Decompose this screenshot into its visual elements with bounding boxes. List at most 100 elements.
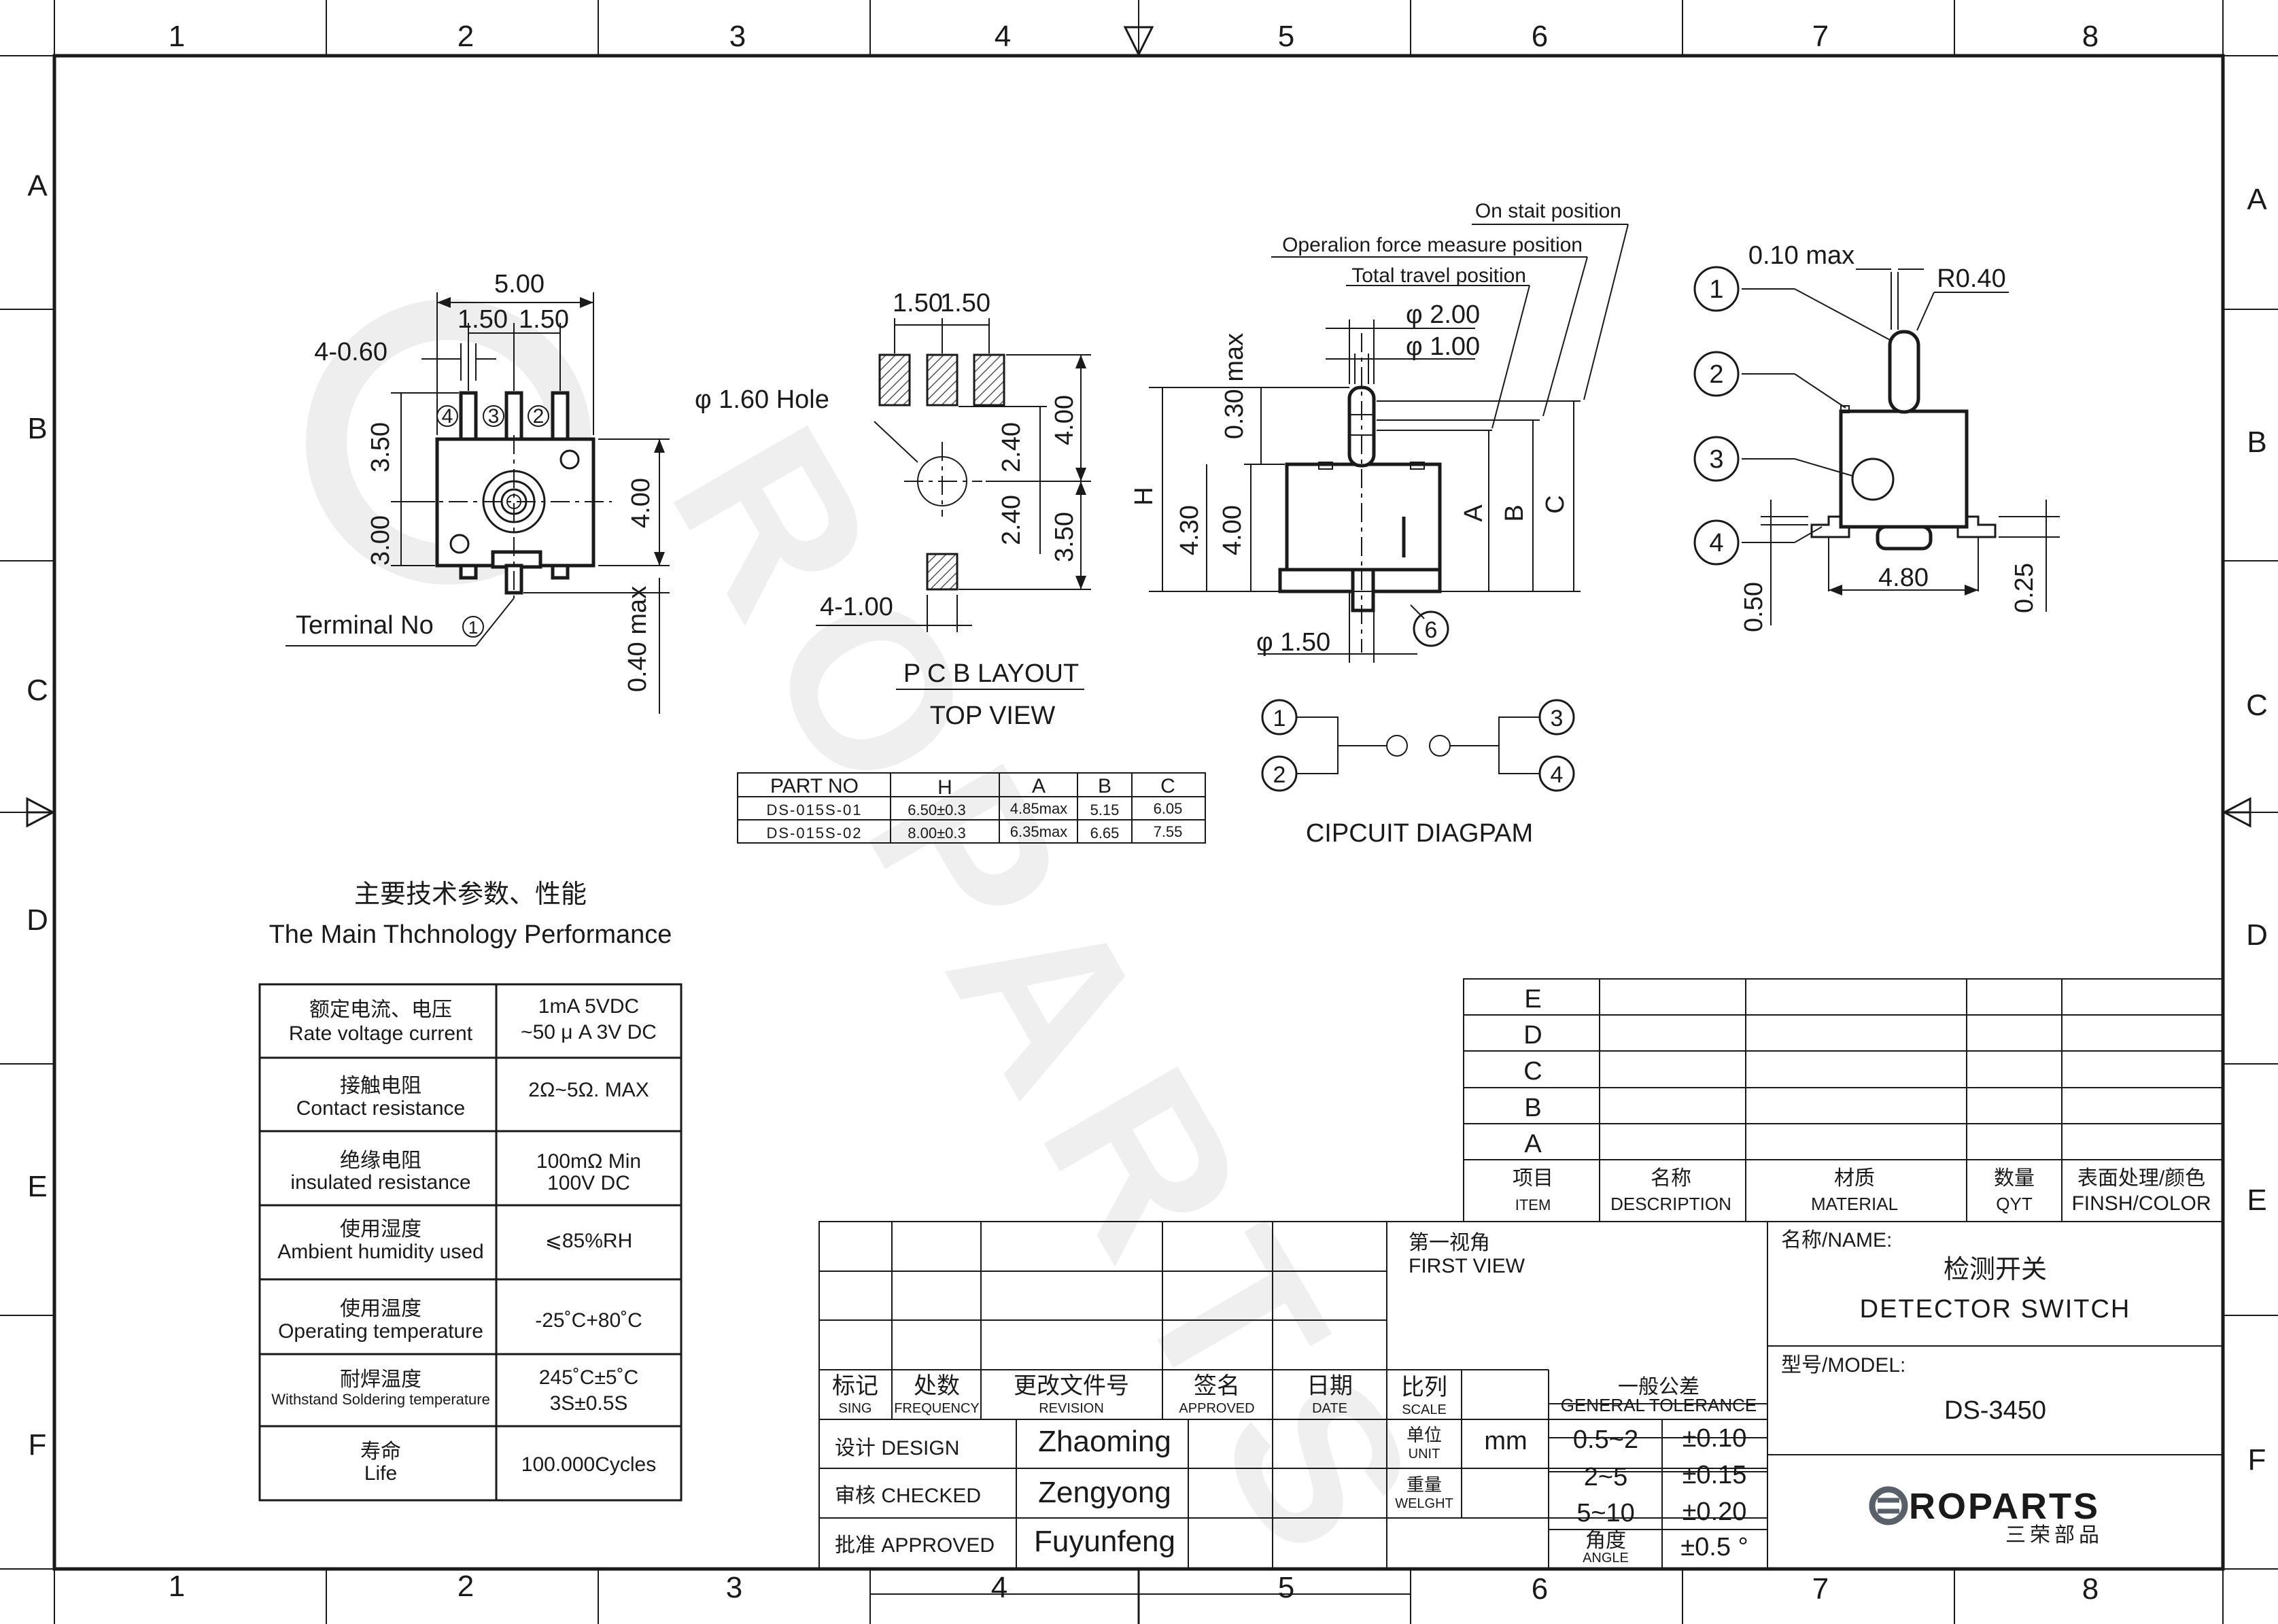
position-label: Operalion force measure position (1282, 234, 1583, 256)
performance-title-cn: 主要技术参数、性能 (354, 880, 587, 909)
perf-label-en: Operating temperature (278, 1320, 483, 1343)
dim-label: 3.50 (1050, 512, 1079, 562)
perf-value: 1mA 5VDC (538, 995, 639, 1018)
logo-sub: 三荣部品 (2005, 1524, 2103, 1547)
bom-header-cn: 名称 (1651, 1167, 1691, 1190)
col-label: 2 (458, 1570, 474, 1603)
perf-value: ~50 μ A 3V DC (521, 1021, 657, 1043)
row-label: F (2248, 1443, 2266, 1476)
row-label: D (27, 903, 48, 937)
dim-label: 1.50 (940, 289, 990, 317)
row-label: C (27, 674, 48, 707)
weight-cn: 重量 (1407, 1474, 1442, 1495)
col-label: 2 (458, 20, 474, 53)
weight-en: WELGHT (1395, 1496, 1453, 1511)
rev-header-cn: 标记 (832, 1373, 878, 1399)
bom-header-en: QYT (1996, 1194, 2033, 1214)
dim-label: 0.25 (2010, 563, 2039, 613)
front-view: 5.00 1.50 1.50 4-0.60 3.50 3.00 4.00 0.4… (286, 270, 670, 714)
performance-title-en: The Main Thchnology Performance (269, 920, 672, 949)
row-labels-left: A B C D E F (27, 169, 48, 1462)
bom-header-cn: 表面处理/颜色 (2077, 1167, 2205, 1190)
dim-label: 4.30 (1175, 505, 1204, 555)
sign-role: 设计 DESIGN (835, 1437, 959, 1459)
bom-header-en: MATERIAL (1811, 1194, 1898, 1214)
row-label: E (27, 1170, 47, 1203)
unit-en: UNIT (1409, 1447, 1440, 1462)
scale-en: SCALE (1402, 1402, 1447, 1417)
dim-label: 4.00 (1050, 395, 1079, 445)
dim-label: 5.00 (494, 270, 545, 298)
col-label: 3 (729, 20, 746, 53)
perf-label-en: insulated resistance (290, 1171, 470, 1194)
angle-cn: 角度 (1585, 1530, 1626, 1552)
part-table-cell: 6.05 (1154, 800, 1183, 817)
col-label: 3 (726, 1571, 742, 1604)
bom-header-cn: 数量 (1994, 1167, 2035, 1190)
perf-value: 100mΩ Min (536, 1150, 641, 1173)
perf-label-cn: 寿命 (360, 1440, 401, 1463)
bom-rev: A (1524, 1130, 1542, 1158)
terminal-num: 1 (468, 617, 478, 638)
part-table-header: H (937, 776, 952, 799)
perf-label-en: Withstand Soldering temperature (271, 1391, 490, 1408)
pcb-layout-subtitle: TOP VIEW (930, 702, 1056, 730)
col-label: 7 (1812, 20, 1829, 53)
callout-6: 6 (1425, 617, 1438, 643)
row-label: D (2246, 918, 2268, 952)
part-table-header: PART NO (770, 775, 859, 797)
pcb-layout: 1.50 1.50 2.40 2.40 4.00 3.50 4-1.00 φ 1… (695, 289, 1091, 730)
bom-rev: D (1523, 1021, 1542, 1050)
perf-label-cn: 使用温度 (340, 1298, 421, 1320)
dim-label: 1.50 (458, 305, 508, 334)
bom-rev: B (1524, 1094, 1541, 1122)
tolerance-value: ±0.20 (1682, 1498, 1747, 1526)
col-label: 4 (991, 1571, 1007, 1604)
dim-label: 3.50 (366, 422, 395, 472)
rev-header-en: FREQUENCY (894, 1401, 980, 1416)
row-label: A (27, 169, 48, 203)
dim-label: 0.10 max (1748, 241, 1854, 270)
callout-4: 4 (1709, 529, 1723, 557)
side-view: φ 2.00 φ 1.00 0.30 max H 4.30 4.00 A B C… (1130, 200, 1629, 663)
pin-label: 2 (533, 405, 545, 428)
dim-label: H (1130, 487, 1158, 505)
perf-label-cn: 耐焊温度 (340, 1368, 421, 1391)
part-table-cell: DS-015S-02 (766, 825, 862, 842)
bom-rev: C (1523, 1057, 1542, 1086)
rev-header-en: REVISION (1039, 1401, 1104, 1416)
dim-label: A (1460, 504, 1488, 522)
bom-header-en: DESCRIPTION (1610, 1194, 1731, 1214)
row-label: B (2247, 426, 2266, 459)
row-label: A (2247, 183, 2267, 216)
part-table-header: A (1032, 775, 1046, 797)
col-label: 5 (1278, 1571, 1294, 1604)
terminal-label: Terminal No (296, 611, 434, 640)
scale-cn: 比列 (1401, 1375, 1447, 1400)
col-label: 4 (995, 20, 1011, 53)
dim-label: C (1541, 495, 1570, 513)
dim-label: 2.40 (997, 422, 1026, 472)
rev-header-cn: 签名 (1194, 1373, 1240, 1399)
dim-label: 2.40 (997, 495, 1026, 545)
callout-2: 2 (1709, 360, 1723, 389)
model-label: 型号/MODEL: (1781, 1354, 1905, 1377)
rev-header-cn: 更改文件号 (1014, 1373, 1129, 1399)
rev-header-cn: 日期 (1307, 1373, 1353, 1399)
dim-label: φ 1.50 (1256, 628, 1330, 657)
dim-label: 3.00 (366, 515, 395, 566)
circuit-node: 4 (1551, 762, 1564, 788)
dim-label: φ 2.00 (1406, 300, 1480, 329)
tolerance-range: 2~5 (1584, 1463, 1627, 1491)
perf-value: 3S±0.5S (550, 1392, 628, 1415)
part-table-cell: 6.35max (1010, 823, 1067, 840)
company-logo: ROPARTS 三荣部品 (1869, 1486, 2103, 1547)
dim-label: 0.30 max (1220, 333, 1249, 439)
name-cn: 检测开关 (1944, 1256, 2047, 1284)
title-block: 标记 SING 处数 FREQUENCY 更改文件号 REVISION 签名 A… (818, 1221, 2224, 1570)
dim-label: B (1500, 504, 1529, 521)
first-view-cn: 第一视角 (1409, 1232, 1490, 1254)
unit-value: mm (1484, 1427, 1527, 1455)
col-label: 1 (169, 1570, 185, 1603)
part-table: PART NO H A B C DS-015S-01 6.50±0.3 4.85… (737, 772, 1206, 844)
